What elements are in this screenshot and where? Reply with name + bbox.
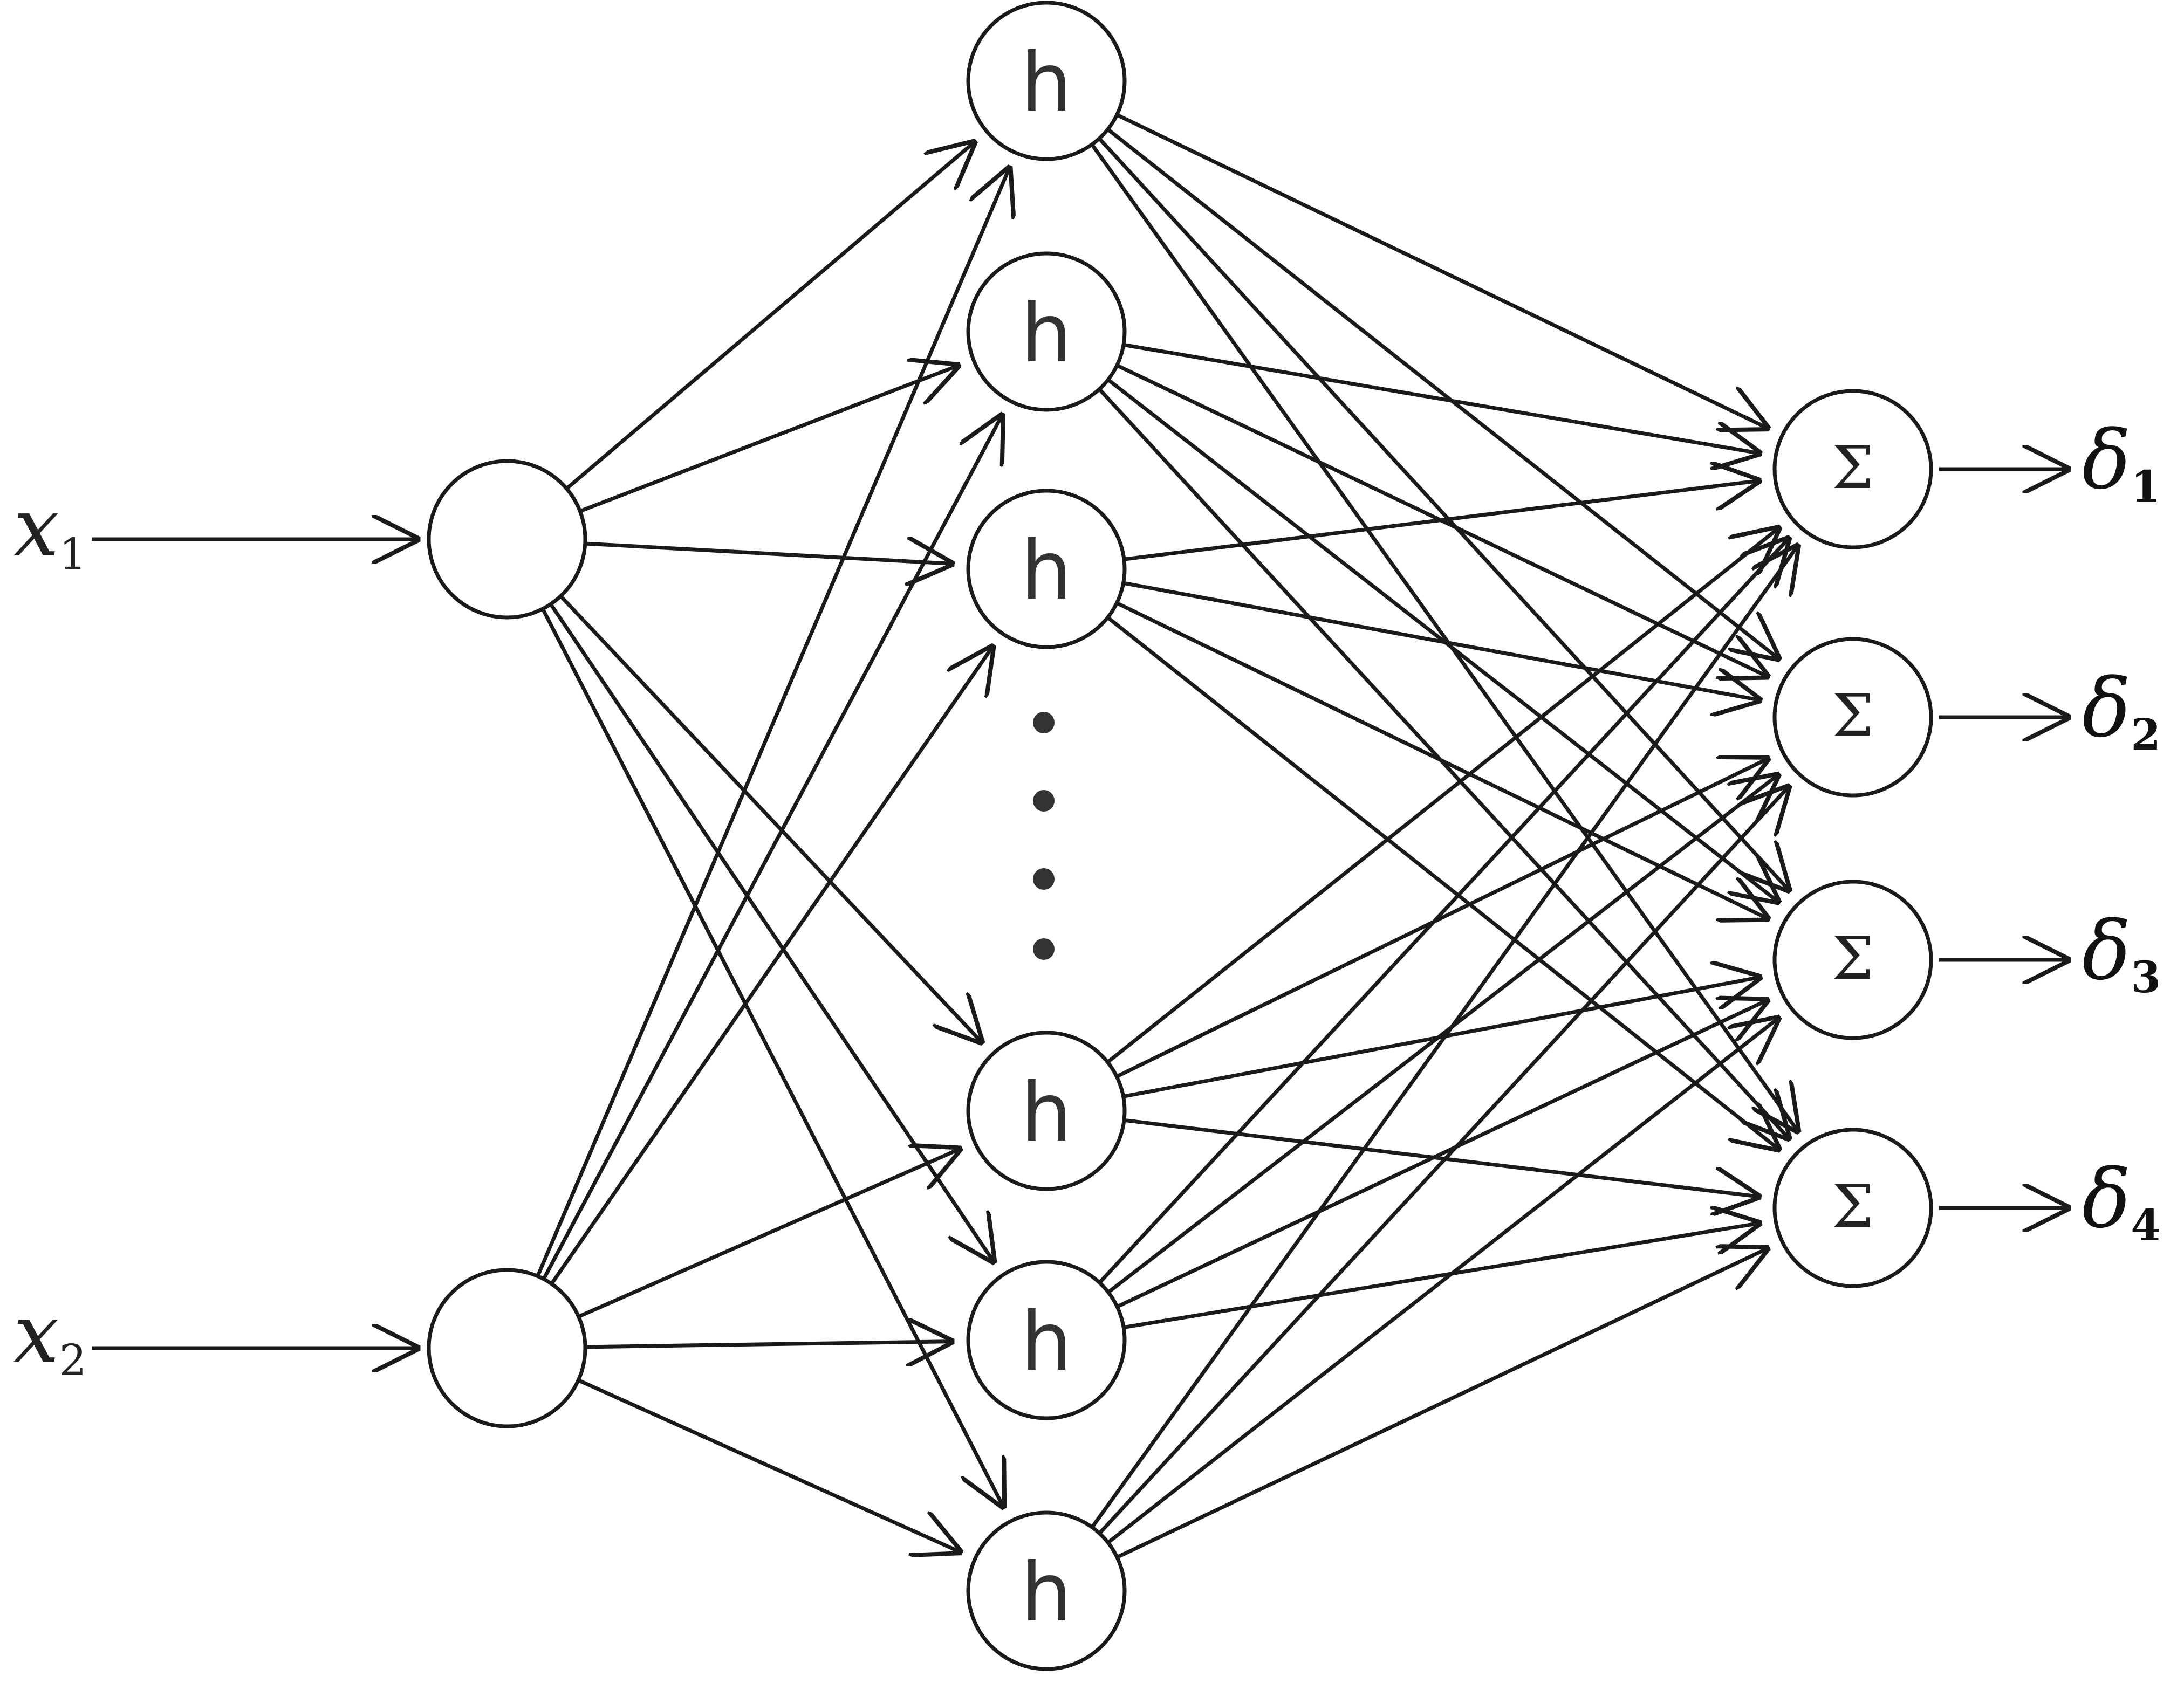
edge-h1-s2 bbox=[1106, 128, 1779, 659]
edge-h1-s4 bbox=[1090, 143, 1798, 1131]
edge-h4-s2 bbox=[1115, 759, 1768, 1079]
hidden-node-2: h bbox=[966, 251, 1127, 412]
input-label-x1: x1 bbox=[13, 481, 87, 579]
output-label-delta4: δ4 bbox=[2082, 1152, 2161, 1251]
edge-h3-s2 bbox=[1122, 581, 1760, 700]
edge-in2-h2 bbox=[542, 415, 1002, 1280]
edge-h2-s1 bbox=[1123, 342, 1760, 453]
connections bbox=[92, 113, 2069, 1559]
edge-in2-h6 bbox=[577, 1378, 960, 1553]
svg-text:h: h bbox=[1021, 36, 1072, 130]
hidden-node-5: h bbox=[966, 1260, 1127, 1420]
svg-text:Σ: Σ bbox=[1832, 681, 1874, 750]
input-node-1 bbox=[427, 459, 587, 620]
sum-node-4: Σ bbox=[1772, 1128, 1933, 1288]
input-label-x2: x2 bbox=[13, 1287, 87, 1385]
edge-h1-s1 bbox=[1116, 113, 1768, 428]
edge-in1-h2 bbox=[579, 366, 958, 513]
edge-h5-s4 bbox=[1123, 1223, 1759, 1330]
edge-in1-h6 bbox=[541, 608, 1003, 1507]
svg-text:Σ: Σ bbox=[1832, 433, 1874, 502]
hidden-node-6: h bbox=[966, 1510, 1127, 1671]
edge-h4-s4 bbox=[1124, 1118, 1759, 1197]
edge-h3-s4 bbox=[1106, 616, 1779, 1149]
edge-in2-h1 bbox=[536, 168, 1010, 1277]
svg-text:h: h bbox=[1021, 524, 1072, 618]
edge-h6-s2 bbox=[1098, 787, 1789, 1535]
edge-in2-h5 bbox=[585, 1342, 952, 1347]
edge-h3-s1 bbox=[1124, 480, 1759, 561]
svg-text:Σ: Σ bbox=[1832, 924, 1874, 993]
edge-in1-h4 bbox=[559, 595, 982, 1042]
sum-node-3: Σ bbox=[1772, 880, 1933, 1040]
edge-h6-s1 bbox=[1090, 546, 1798, 1529]
sum-node-1: Σ bbox=[1772, 389, 1933, 549]
svg-text:h: h bbox=[1021, 287, 1072, 381]
svg-text:Σ: Σ bbox=[1832, 1172, 1874, 1241]
hidden-node-1: h bbox=[966, 1, 1127, 161]
edge-h6-s3 bbox=[1107, 1018, 1778, 1544]
edge-in2-h3 bbox=[550, 647, 993, 1285]
hidden-node-3: h bbox=[966, 489, 1127, 649]
edge-h6-s4 bbox=[1116, 1248, 1768, 1559]
edge-h5-s3 bbox=[1116, 1000, 1768, 1309]
output-label-delta3: δ3 bbox=[2082, 904, 2161, 1002]
output-label-delta2: δ2 bbox=[2082, 662, 2161, 760]
output-label-delta1: δ1 bbox=[2082, 414, 2161, 512]
svg-text:h: h bbox=[1021, 1546, 1072, 1640]
svg-text:h: h bbox=[1021, 1295, 1072, 1389]
hidden-node-4: h bbox=[966, 1031, 1127, 1191]
svg-text:h: h bbox=[1021, 1066, 1072, 1160]
input-node-2 bbox=[427, 1268, 587, 1428]
edge-in2-h4 bbox=[578, 1149, 960, 1318]
sum-node-2: Σ bbox=[1772, 637, 1933, 798]
edge-h1-s3 bbox=[1098, 137, 1789, 890]
edge-h5-s1 bbox=[1098, 538, 1789, 1284]
edge-in1-h3 bbox=[585, 544, 952, 564]
edge-h4-s1 bbox=[1106, 528, 1779, 1064]
edge-h5-s2 bbox=[1107, 775, 1778, 1294]
edge-in1-h1 bbox=[565, 142, 974, 490]
ellipsis-dots bbox=[1033, 712, 1055, 960]
